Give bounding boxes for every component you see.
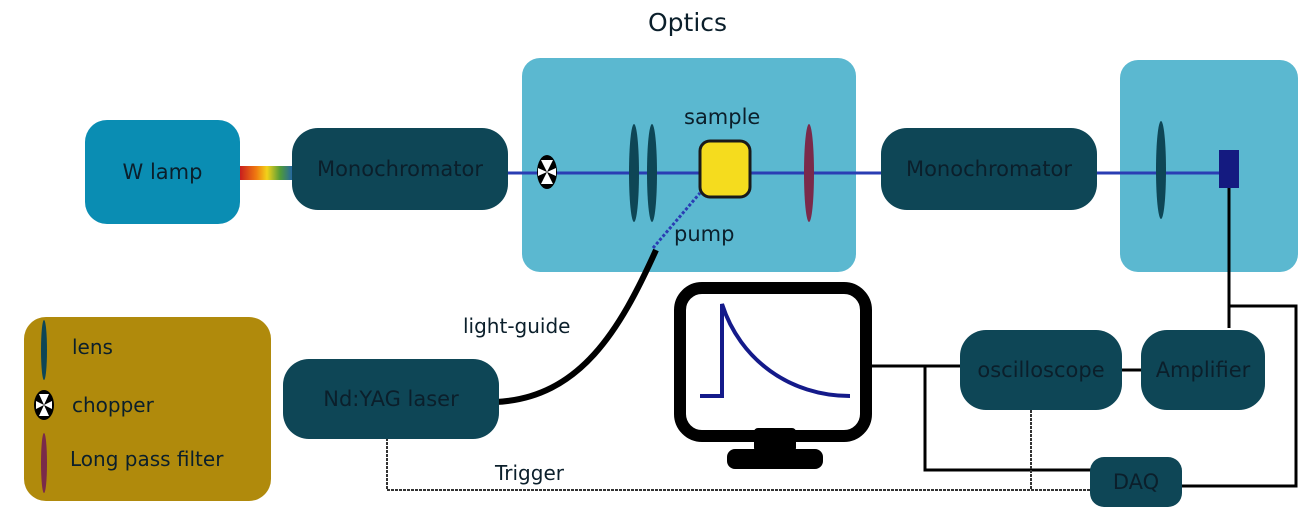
chopper-icon [537, 155, 557, 189]
light-guide-label: light-guide [463, 314, 571, 338]
legend-label-lens: lens [72, 335, 113, 359]
spectrum-beam [240, 166, 294, 180]
sample-label: sample [684, 105, 761, 129]
optics-panel [522, 58, 856, 272]
lens-icon [647, 124, 657, 222]
lens-icon [1156, 121, 1166, 219]
long-pass-filter-icon [41, 433, 47, 493]
trigger-label: Trigger [495, 461, 564, 485]
sample-cuvette [698, 139, 752, 199]
detector [1219, 150, 1239, 188]
monochromator-input-block: Monochromator [292, 128, 508, 210]
light-guide-fiber [495, 248, 659, 405]
long-pass-filter-icon [804, 124, 814, 222]
amplifier-daq-wire [1180, 304, 1298, 488]
legend-label-filter: Long pass filter [70, 447, 224, 471]
trigger-line [386, 438, 1092, 491]
chopper-icon [34, 390, 54, 420]
decay-curve [700, 303, 851, 398]
lens-icon [629, 124, 639, 222]
monitor-daq-wire [923, 366, 1092, 472]
detector-panel [1120, 60, 1298, 272]
legend: lens chopper Long pass filter [24, 317, 271, 501]
optics-title: Optics [648, 8, 728, 37]
laser-block: Nd:YAG laser [283, 359, 499, 439]
pump-beam [651, 192, 702, 249]
pump-label: pump [674, 222, 735, 246]
w-lamp-block: W lamp [85, 120, 240, 224]
legend-label-chopper: chopper [72, 393, 154, 417]
lens-icon [41, 320, 47, 380]
daq-block: DAQ [1090, 457, 1182, 507]
monochromator-output-block: Monochromator [881, 128, 1097, 210]
legend-icons [34, 320, 54, 493]
oscilloscope-block: oscilloscope [960, 330, 1122, 410]
amplifier-block: Amplifier [1141, 330, 1265, 410]
monitor-icon [674, 282, 872, 469]
